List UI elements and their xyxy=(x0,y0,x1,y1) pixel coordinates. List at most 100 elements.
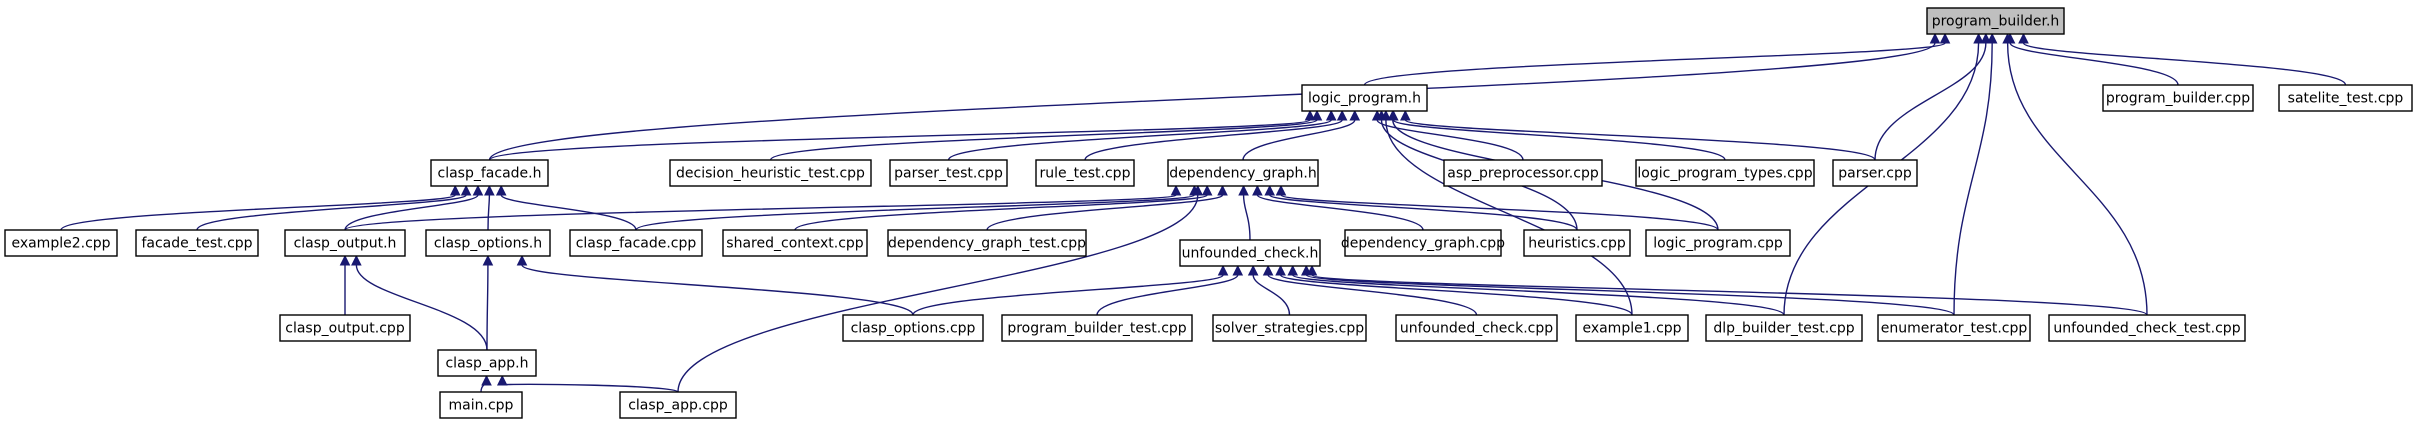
file-node-shared-context-cpp[interactable]: shared_context.cpp xyxy=(722,229,868,257)
dependency-edge xyxy=(196,194,467,231)
file-node-facade-test-cpp[interactable]: facade_test.cpp xyxy=(135,229,259,257)
node-box xyxy=(1001,314,1193,342)
node-box xyxy=(1523,229,1631,257)
dependency-edge xyxy=(1242,194,1251,241)
file-node-parser-cpp[interactable]: parser.cpp xyxy=(1832,159,1918,187)
edge-arrowhead xyxy=(1201,184,1213,196)
node-box xyxy=(569,229,703,257)
node-label: dlp_builder_test.cpp xyxy=(1713,321,1854,337)
node-box xyxy=(1877,314,2031,342)
dependency-edge xyxy=(635,194,1196,231)
file-node-logic-program-cpp[interactable]: logic_program.cpp xyxy=(1645,229,1791,257)
node-box xyxy=(1301,84,1428,112)
node-label: rule_test.cpp xyxy=(1040,166,1131,182)
node-label: logic_program.cpp xyxy=(1653,236,1783,252)
file-node-main-cpp[interactable]: main.cpp xyxy=(439,391,523,419)
dependency-edge xyxy=(1385,119,1633,316)
file-node-dependency-graph-h[interactable]: dependency_graph.h xyxy=(1167,159,1319,187)
file-node-clasp-options-h[interactable]: clasp_options.h xyxy=(425,229,551,257)
edge-arrowhead xyxy=(1264,184,1276,196)
file-node-unfounded-check-h[interactable]: unfounded_check.h xyxy=(1179,239,1321,267)
node-box xyxy=(1179,239,1321,267)
file-node-logic-program-h[interactable]: logic_program.h xyxy=(1301,84,1428,112)
file-node-unfounded-check-cpp[interactable]: unfounded_check.cpp xyxy=(1395,314,1558,342)
dependency-edge xyxy=(947,119,1332,161)
node-label: asp_preprocessor.cpp xyxy=(1447,166,1599,182)
edge-arrowhead xyxy=(495,184,507,196)
node-label: logic_program.h xyxy=(1308,91,1421,107)
file-node-heuristics-cpp[interactable]: heuristics.cpp xyxy=(1523,229,1631,257)
node-box xyxy=(1705,314,1863,342)
dependency-edge xyxy=(488,119,1311,161)
file-node-solver-strategies-cpp[interactable]: solver_strategies.cpp xyxy=(1212,314,1367,342)
node-label: parser_test.cpp xyxy=(894,166,1003,182)
node-label: unfounded_check.cpp xyxy=(1400,321,1553,337)
file-node-logic-program-types-cpp[interactable]: logic_program_types.cpp xyxy=(1635,159,1815,187)
edge-arrowhead xyxy=(1311,109,1323,121)
file-node-clasp-output-h[interactable]: clasp_output.h xyxy=(284,229,406,257)
edge-arrowhead xyxy=(1275,184,1287,196)
file-node-clasp-facade-h[interactable]: clasp_facade.h xyxy=(430,159,549,187)
node-box xyxy=(1443,159,1603,187)
edge-arrowhead xyxy=(1929,32,1941,44)
node-label: shared_context.cpp xyxy=(726,236,863,252)
dependency-edge xyxy=(488,42,1936,161)
node-label: clasp_facade.cpp xyxy=(576,236,697,252)
file-node-clasp-facade-cpp[interactable]: clasp_facade.cpp xyxy=(569,229,703,257)
node-box xyxy=(1832,159,1918,187)
file-node-program-builder-cpp[interactable]: program_builder.cpp xyxy=(2102,84,2254,112)
file-node-asp-preprocessor-cpp[interactable]: asp_preprocessor.cpp xyxy=(1443,159,1603,187)
edge-arrowhead xyxy=(1349,109,1361,121)
file-node-parser-test-cpp[interactable]: parser_test.cpp xyxy=(889,159,1008,187)
dependency-edge xyxy=(794,194,1208,231)
dependency-edge xyxy=(1269,194,1578,231)
dependency-edge xyxy=(344,194,479,231)
edge-arrowhead xyxy=(1304,109,1316,121)
dependency-edge xyxy=(521,264,914,316)
dependency-edge xyxy=(2006,42,2148,316)
node-label: main.cpp xyxy=(449,398,514,414)
node-box xyxy=(669,159,872,187)
graph-nodes: program_builder.h logic_program.h program_… xyxy=(4,7,2413,419)
dependency-edge xyxy=(1252,274,1291,316)
dependency-edge xyxy=(1280,194,1719,231)
node-box xyxy=(842,314,984,342)
file-node-satelite-test-cpp[interactable]: satelite_test.cpp xyxy=(2278,84,2413,112)
file-node-decision-heuristic-test-cpp[interactable]: decision_heuristic_test.cpp xyxy=(669,159,872,187)
node-label: example1.cpp xyxy=(1582,321,1681,337)
dependency-edge xyxy=(1874,42,1987,161)
node-label: clasp_app.h xyxy=(445,356,528,372)
file-node-clasp-app-cpp[interactable]: clasp_app.cpp xyxy=(619,391,737,419)
dependency-edge xyxy=(487,194,491,231)
edge-arrowhead xyxy=(1336,109,1348,121)
edge-arrowhead xyxy=(484,184,495,196)
dependency-edge xyxy=(355,264,488,351)
edge-arrowhead xyxy=(1170,184,1182,196)
file-node-example2-cpp[interactable]: example2.cpp xyxy=(4,229,118,257)
dependency-edge xyxy=(769,119,1318,161)
file-node-clasp-app-h[interactable]: clasp_app.h xyxy=(437,349,537,377)
node-box xyxy=(619,391,737,419)
file-node-program-builder-h[interactable]: program_builder.h xyxy=(1926,7,2065,35)
node-label: dependency_graph_test.cpp xyxy=(888,236,1086,252)
dependency-edge xyxy=(912,274,1224,316)
file-node-enumerator-test-cpp[interactable]: enumerator_test.cpp xyxy=(1877,314,2031,342)
file-node-dependency-graph-test-cpp[interactable]: dependency_graph_test.cpp xyxy=(887,229,1087,257)
node-box xyxy=(1395,314,1558,342)
file-node-dependency-graph-cpp[interactable]: dependency_graph.cpp xyxy=(1341,229,1505,257)
dependency-edge xyxy=(2022,42,2347,86)
file-node-example1-cpp[interactable]: example1.cpp xyxy=(1575,314,1689,342)
node-label: program_builder_test.cpp xyxy=(1007,321,1186,337)
node-box xyxy=(1635,159,1815,187)
file-node-unfounded-check-test-cpp[interactable]: unfounded_check_test.cpp xyxy=(2048,314,2246,342)
file-node-rule-test-cpp[interactable]: rule_test.cpp xyxy=(1035,159,1135,187)
file-node-clasp-options-cpp[interactable]: clasp_options.cpp xyxy=(842,314,984,342)
node-box xyxy=(1344,229,1502,257)
file-node-dlp-builder-test-cpp[interactable]: dlp_builder_test.cpp xyxy=(1705,314,1863,342)
node-box xyxy=(279,314,411,342)
edge-arrowhead xyxy=(351,254,362,266)
file-node-clasp-output-cpp[interactable]: clasp_output.cpp xyxy=(279,314,411,342)
file-node-program-builder-test-cpp[interactable]: program_builder_test.cpp xyxy=(1001,314,1193,342)
dependency-edge xyxy=(986,194,1224,231)
